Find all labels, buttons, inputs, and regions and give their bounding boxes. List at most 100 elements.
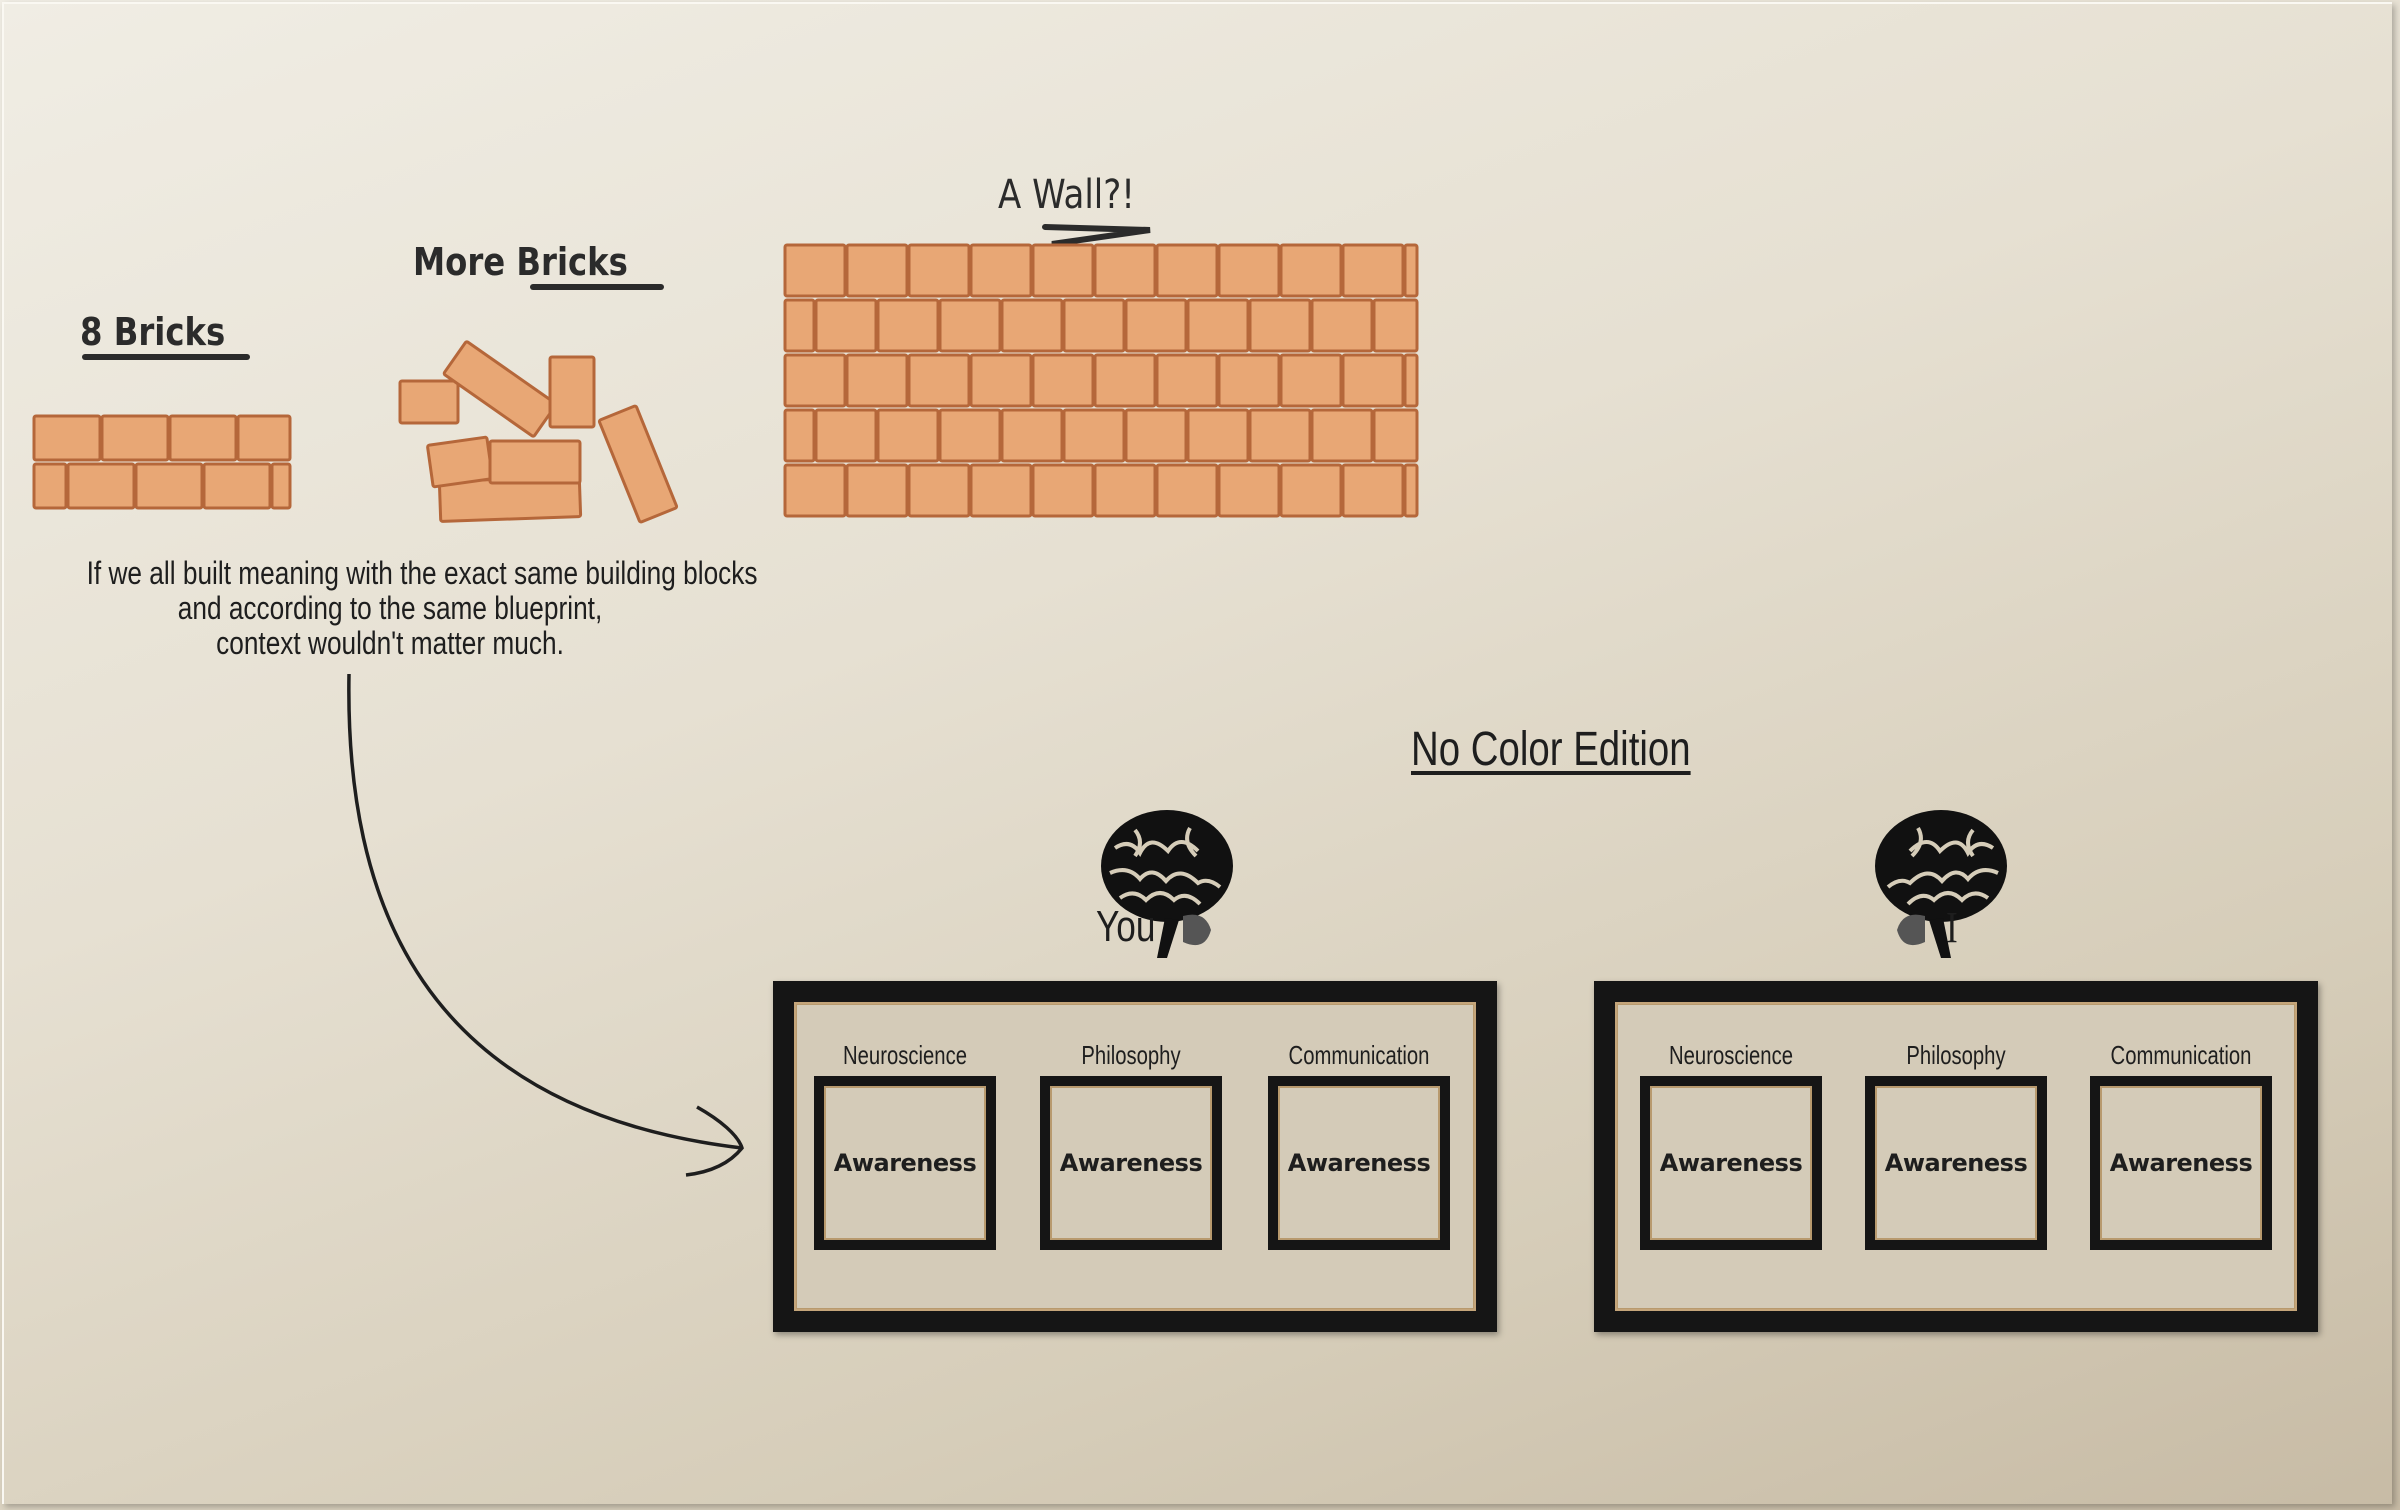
brick bbox=[1248, 408, 1312, 463]
label-8-bricks: 8 Bricks bbox=[80, 310, 226, 354]
box-text: Awareness bbox=[1659, 1149, 1803, 1177]
brain-shape bbox=[1875, 810, 2007, 958]
brick bbox=[1093, 353, 1157, 408]
caption-text: If we all built meaning with the exact s… bbox=[86, 555, 758, 661]
brick-pile-image bbox=[398, 340, 679, 524]
person-label-you: You bbox=[1096, 902, 1156, 951]
brick bbox=[548, 355, 596, 429]
underline bbox=[82, 354, 250, 360]
page-title: No Color Edition bbox=[1411, 723, 1691, 776]
brick bbox=[1155, 463, 1219, 518]
person-label-i: I bbox=[1946, 903, 1958, 952]
brick bbox=[1341, 243, 1405, 298]
brick bbox=[270, 462, 292, 510]
brick bbox=[938, 408, 1002, 463]
brain-shape bbox=[1101, 810, 1233, 958]
brick bbox=[1062, 298, 1126, 353]
brick bbox=[1279, 463, 1343, 518]
brick bbox=[202, 462, 272, 510]
caption-line: context wouldn't matter much. bbox=[216, 625, 564, 661]
brick bbox=[1124, 408, 1188, 463]
brick bbox=[488, 439, 582, 485]
brick bbox=[783, 463, 847, 518]
brick bbox=[1186, 298, 1250, 353]
box-text: Awareness bbox=[2109, 1149, 2253, 1177]
column-heading: Communication bbox=[1288, 1040, 1430, 1070]
column-heading: Philosophy bbox=[1906, 1040, 2006, 1070]
brick bbox=[876, 298, 940, 353]
brick bbox=[1124, 298, 1188, 353]
brick bbox=[1341, 463, 1405, 518]
column-heading: Communication bbox=[2110, 1040, 2252, 1070]
column-heading: Philosophy bbox=[1081, 1040, 1181, 1070]
brick bbox=[597, 404, 679, 524]
caption-line: and according to the same blueprint, bbox=[177, 590, 603, 626]
awareness-box: Awareness bbox=[1640, 1076, 1822, 1250]
brick bbox=[907, 463, 971, 518]
brick bbox=[32, 414, 102, 462]
brick bbox=[783, 243, 847, 298]
brick bbox=[1217, 463, 1281, 518]
brick bbox=[814, 408, 878, 463]
brick bbox=[845, 243, 909, 298]
brick bbox=[236, 414, 292, 462]
brick bbox=[398, 379, 460, 425]
brick bbox=[1403, 243, 1419, 298]
box-text: Awareness bbox=[1059, 1149, 1203, 1177]
brick bbox=[876, 408, 940, 463]
brick bbox=[814, 298, 878, 353]
brick bbox=[845, 353, 909, 408]
brain-icon bbox=[1875, 810, 2007, 958]
brick bbox=[1372, 298, 1419, 353]
brick bbox=[845, 463, 909, 518]
brick bbox=[969, 243, 1033, 298]
brick bbox=[969, 463, 1033, 518]
awareness-box: Awareness bbox=[1040, 1076, 1222, 1250]
brick bbox=[1248, 298, 1312, 353]
brick bbox=[1155, 243, 1219, 298]
brick bbox=[1062, 408, 1126, 463]
frame-you: Neuroscience Awareness Philosophy Awaren… bbox=[773, 981, 1497, 1332]
caption-line: If we all built meaning with the exact s… bbox=[86, 555, 758, 591]
brick bbox=[168, 414, 238, 462]
brick bbox=[783, 353, 847, 408]
brick bbox=[969, 353, 1033, 408]
brick bbox=[1093, 463, 1157, 518]
brick bbox=[1279, 353, 1343, 408]
brick bbox=[1217, 353, 1281, 408]
brick bbox=[907, 243, 971, 298]
awareness-box: Awareness bbox=[814, 1076, 996, 1250]
brick bbox=[1341, 353, 1405, 408]
box-text: Awareness bbox=[1287, 1149, 1431, 1177]
column-heading: Neuroscience bbox=[1668, 1040, 1793, 1070]
brick bbox=[32, 462, 68, 510]
underline bbox=[530, 284, 664, 290]
brick bbox=[1093, 243, 1157, 298]
awareness-box: Awareness bbox=[1268, 1076, 1450, 1250]
brick bbox=[938, 298, 1002, 353]
frame-i: Neuroscience Awareness Philosophy Awaren… bbox=[1594, 981, 2318, 1332]
brick bbox=[1031, 243, 1095, 298]
brick bbox=[1279, 243, 1343, 298]
label-a-wall: A Wall?! bbox=[998, 172, 1135, 218]
brick bbox=[1403, 463, 1419, 518]
brick bbox=[1372, 408, 1419, 463]
brick bbox=[1310, 408, 1374, 463]
brick-wall-image bbox=[783, 243, 1419, 518]
brain-icon bbox=[1101, 810, 1233, 958]
brick bbox=[442, 340, 558, 438]
brick bbox=[1031, 353, 1095, 408]
column-heading: Neuroscience bbox=[842, 1040, 967, 1070]
brick bbox=[1031, 463, 1095, 518]
label-more-bricks: More Bricks bbox=[413, 240, 628, 284]
brick bbox=[1403, 353, 1419, 408]
brick bbox=[1310, 298, 1374, 353]
awareness-box: Awareness bbox=[2090, 1076, 2272, 1250]
brick bbox=[1000, 298, 1064, 353]
brick bbox=[1155, 353, 1219, 408]
brick bbox=[1186, 408, 1250, 463]
brick bbox=[1000, 408, 1064, 463]
brick bbox=[783, 298, 816, 353]
brick bbox=[1217, 243, 1281, 298]
